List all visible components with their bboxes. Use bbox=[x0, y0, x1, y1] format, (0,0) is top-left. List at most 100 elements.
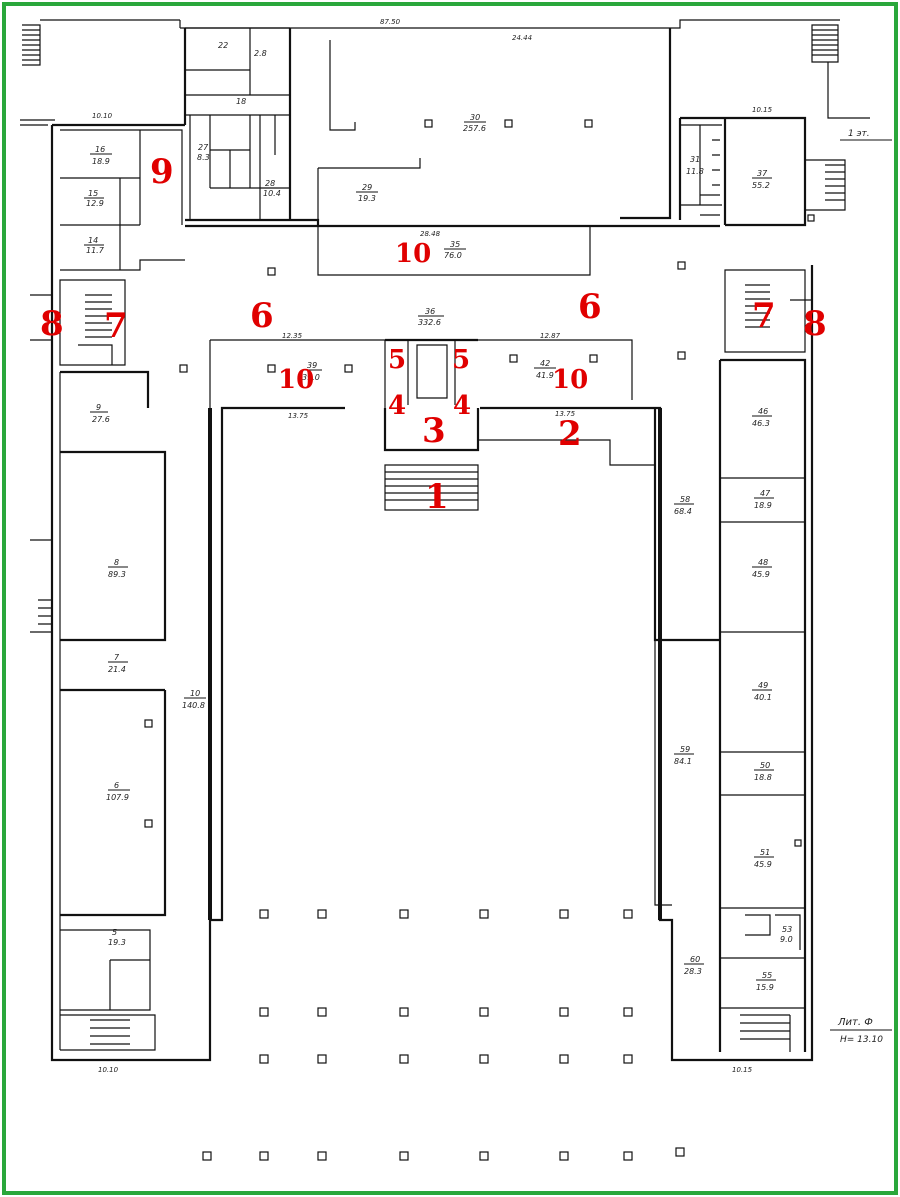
svg-text:11.8: 11.8 bbox=[686, 167, 704, 176]
svg-text:40.1: 40.1 bbox=[754, 693, 772, 702]
room-37: 37 55.2 bbox=[752, 169, 772, 190]
svg-text:58: 58 bbox=[680, 495, 690, 504]
dimension-labels: 87.50 24.44 10.10 10.15 28.48 12.35 12.8… bbox=[92, 18, 773, 1074]
dim-bottom-right: 10.15 bbox=[732, 1066, 753, 1074]
marker-6-right: 6 bbox=[578, 287, 602, 327]
floor-note: 1 эт. bbox=[848, 129, 870, 139]
marker-10-left-lobby: 10 bbox=[278, 365, 314, 395]
zone-markers: 1 2 3 4 4 5 5 6 6 7 7 8 8 9 10 10 10 bbox=[40, 152, 827, 517]
room-60: 60 28.3 bbox=[684, 955, 704, 976]
svg-text:45.9: 45.9 bbox=[754, 860, 772, 869]
svg-text:60: 60 bbox=[690, 955, 700, 964]
room-46: 46 46.3 bbox=[752, 407, 772, 428]
room-5: 519.3 bbox=[108, 928, 126, 947]
room-49: 49 40.1 bbox=[752, 681, 772, 702]
svg-text:16: 16 bbox=[95, 145, 105, 154]
svg-text:39.0: 39.0 bbox=[302, 373, 320, 382]
room-10: 10 140.8 bbox=[182, 689, 206, 710]
svg-text:10.4: 10.4 bbox=[263, 189, 281, 198]
svg-text:8.3: 8.3 bbox=[197, 153, 210, 162]
svg-text:51: 51 bbox=[760, 848, 770, 857]
marker-9: 9 bbox=[150, 152, 174, 192]
svg-text:39: 39 bbox=[307, 361, 317, 370]
svg-text:107.9: 107.9 bbox=[106, 793, 129, 802]
svg-text:28: 28 bbox=[265, 179, 275, 188]
outer-walls bbox=[20, 19, 870, 1062]
svg-text:27.6: 27.6 bbox=[92, 415, 110, 424]
dim-top-right-wing: 10.15 bbox=[752, 106, 773, 114]
svg-text:140.8: 140.8 bbox=[182, 701, 205, 710]
svg-text:48: 48 bbox=[758, 558, 768, 567]
svg-text:28.3: 28.3 bbox=[684, 967, 702, 976]
svg-text:22: 22 bbox=[218, 41, 228, 50]
marker-10-right-lobby: 10 bbox=[552, 365, 588, 395]
svg-text:18.9: 18.9 bbox=[92, 157, 110, 166]
dim-top-total: 87.50 bbox=[380, 18, 401, 26]
dim-right-front: 13.75 bbox=[555, 410, 576, 418]
svg-text:27: 27 bbox=[198, 143, 209, 152]
svg-text:42: 42 bbox=[540, 359, 550, 368]
svg-text:19.3: 19.3 bbox=[358, 194, 376, 203]
svg-text:49: 49 bbox=[758, 681, 768, 690]
svg-text:36: 36 bbox=[425, 307, 435, 316]
svg-text:37: 37 bbox=[757, 169, 768, 178]
svg-text:68.4: 68.4 bbox=[674, 507, 692, 516]
marker-4-left: 4 bbox=[388, 391, 406, 421]
columns bbox=[144, 119, 815, 1161]
room-8: 889.3 bbox=[108, 558, 128, 579]
marker-10-corridor: 10 bbox=[395, 239, 431, 269]
room-16: 16 18.9 bbox=[90, 145, 112, 166]
svg-text:10: 10 bbox=[190, 689, 200, 698]
room-6: 6 107.9 bbox=[106, 781, 130, 802]
dim-left-lobby: 12.35 bbox=[282, 332, 303, 340]
marker-3: 3 bbox=[422, 411, 446, 451]
svg-text:11.7: 11.7 bbox=[86, 246, 105, 255]
room-9: 927.6 bbox=[90, 403, 110, 424]
marker-7-right: 7 bbox=[752, 296, 776, 336]
svg-text:76.0: 76.0 bbox=[444, 251, 462, 260]
room-7: 721.4 bbox=[108, 653, 128, 674]
plan-notes: 1 эт. Лит. Ф Н= 13.10 bbox=[830, 129, 892, 1045]
marker-5-right: 5 bbox=[452, 345, 470, 375]
marker-5-left: 5 bbox=[388, 345, 406, 375]
dim-left-front: 13.75 bbox=[288, 412, 309, 420]
svg-text:55.2: 55.2 bbox=[752, 181, 770, 190]
marker-8-left: 8 bbox=[40, 304, 64, 344]
svg-text:14: 14 bbox=[88, 236, 98, 245]
entrance-block bbox=[209, 338, 655, 511]
left-wing-rooms bbox=[30, 279, 212, 1051]
svg-text:46.3: 46.3 bbox=[752, 419, 770, 428]
svg-text:6: 6 bbox=[114, 781, 119, 790]
room-22: 222.8 bbox=[218, 41, 267, 58]
svg-text:2.8: 2.8 bbox=[254, 49, 267, 58]
room-51: 51 45.9 bbox=[754, 848, 774, 869]
dim-top-hall: 24.44 bbox=[512, 34, 532, 42]
sheet-note: Лит. Ф bbox=[837, 1017, 873, 1028]
svg-text:59: 59 bbox=[680, 745, 690, 754]
svg-text:47: 47 bbox=[760, 489, 771, 498]
svg-text:53: 53 bbox=[782, 925, 792, 934]
dim-bottom-left: 10.10 bbox=[98, 1066, 119, 1074]
marker-4-right: 4 bbox=[453, 391, 471, 421]
marker-1: 1 bbox=[425, 477, 449, 517]
room-58: 58 68.4 bbox=[674, 495, 694, 516]
top-block bbox=[60, 27, 846, 276]
dim-right-lobby: 12.87 bbox=[540, 332, 561, 340]
svg-text:46: 46 bbox=[758, 407, 768, 416]
svg-text:31: 31 bbox=[690, 155, 700, 164]
svg-text:15: 15 bbox=[88, 189, 98, 198]
dim-top-left-wing: 10.10 bbox=[92, 112, 113, 120]
svg-text:15.9: 15.9 bbox=[756, 983, 774, 992]
svg-text:55: 55 bbox=[762, 971, 772, 980]
room-31: 31 11.8 bbox=[686, 155, 704, 176]
svg-text:257.6: 257.6 bbox=[463, 124, 486, 133]
